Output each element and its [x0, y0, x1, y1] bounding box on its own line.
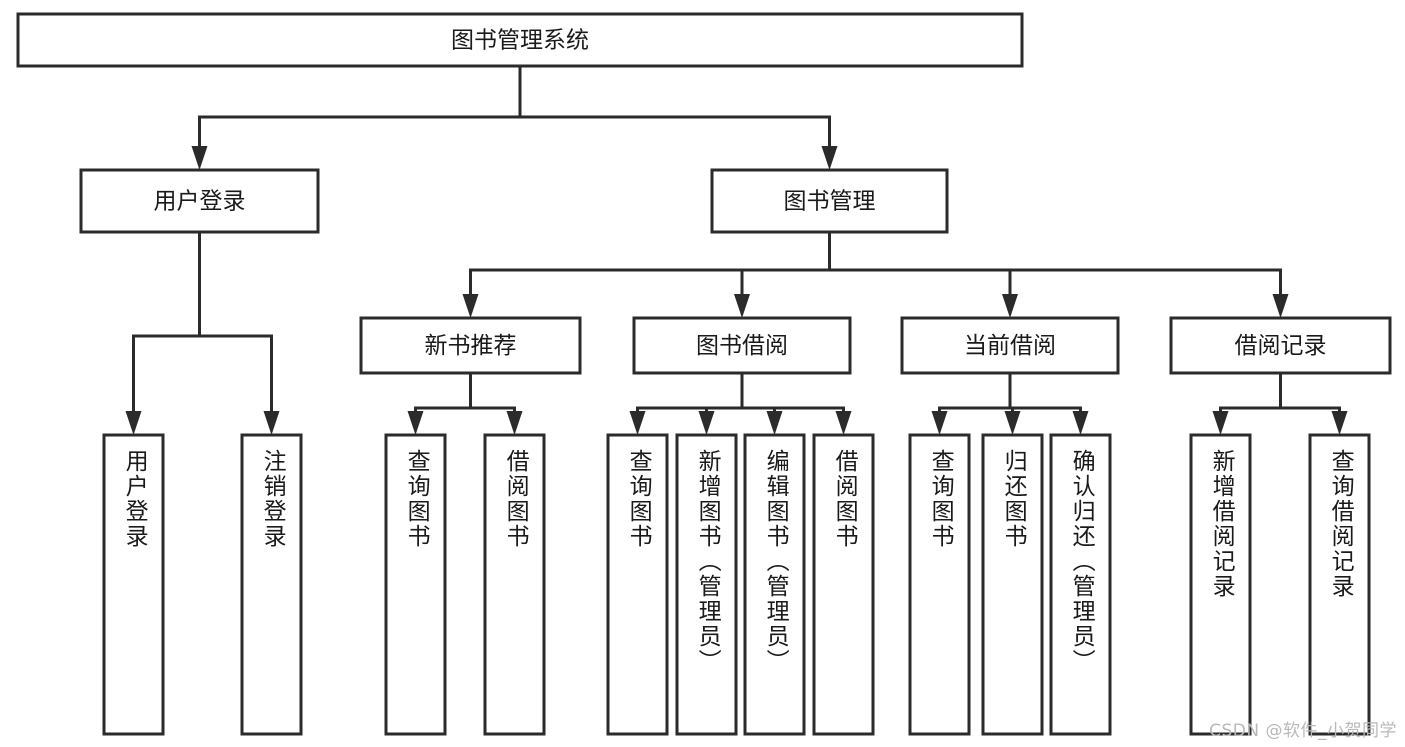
level3-node-box-0[interactable] [359, 316, 582, 375]
leaf-node-box-12[interactable] [1308, 433, 1371, 736]
level2-node-label-0: 用户登录 [154, 189, 246, 215]
arrow-head-icon [698, 411, 715, 435]
node-boxes [16, 12, 1392, 736]
leaf-node-box-0[interactable] [102, 433, 165, 736]
level3-node-label-3: 借阅记录 [1235, 333, 1327, 359]
level2-node-box-0[interactable] [79, 168, 320, 234]
watermark-text: CSDN @软件_小贺同学 [1209, 721, 1397, 741]
leaf-node-box-11[interactable] [1189, 433, 1252, 736]
arrow-head-icon [766, 411, 783, 435]
root-node-box[interactable] [16, 12, 1024, 68]
leaf-node-box-2[interactable] [384, 433, 447, 736]
leaf-node-box-7[interactable] [812, 433, 875, 736]
leaf-node-box-3[interactable] [483, 433, 546, 736]
root-node-label: 图书管理系统 [451, 28, 589, 54]
arrow-head-icon [835, 411, 852, 435]
arrow-head-icon [1272, 294, 1289, 318]
arrow-head-icon [931, 411, 948, 435]
arrow-head-icon [821, 146, 838, 170]
arrow-head-icon [1331, 411, 1348, 435]
arrow-head-icon [629, 411, 646, 435]
level3-node-box-1[interactable] [632, 316, 852, 375]
leaf-node-box-1[interactable] [240, 433, 303, 736]
level2-node-label-1: 图书管理 [784, 189, 876, 215]
arrow-head-icon [125, 411, 142, 435]
leaf-node-box-5[interactable] [675, 433, 738, 736]
leaf-node-box-10[interactable] [1049, 433, 1112, 736]
leaf-node-box-6[interactable] [743, 433, 806, 736]
level3-node-label-1: 图书借阅 [696, 333, 788, 359]
level3-node-box-2[interactable] [900, 316, 1120, 375]
level3-node-label-2: 当前借阅 [964, 333, 1056, 359]
leaf-node-box-8[interactable] [908, 433, 971, 736]
arrow-head-icon [191, 146, 208, 170]
level2-node-box-1[interactable] [710, 168, 949, 234]
arrow-head-icon [1004, 411, 1021, 435]
level3-node-label-0: 新书推荐 [425, 333, 517, 359]
leaf-node-box-4[interactable] [606, 433, 669, 736]
leaf-node-box-9[interactable] [981, 433, 1044, 736]
level3-node-box-3[interactable] [1169, 316, 1392, 375]
arrow-head-icon [263, 411, 280, 435]
arrow-head-icon [506, 411, 523, 435]
connector-edges [125, 64, 1348, 435]
arrow-head-icon [734, 294, 750, 318]
arrow-head-icon [1212, 411, 1229, 435]
arrow-head-icon [1072, 411, 1089, 435]
arrow-head-icon [407, 411, 424, 435]
arrow-head-icon [1002, 294, 1018, 318]
arrow-head-icon [462, 294, 479, 318]
